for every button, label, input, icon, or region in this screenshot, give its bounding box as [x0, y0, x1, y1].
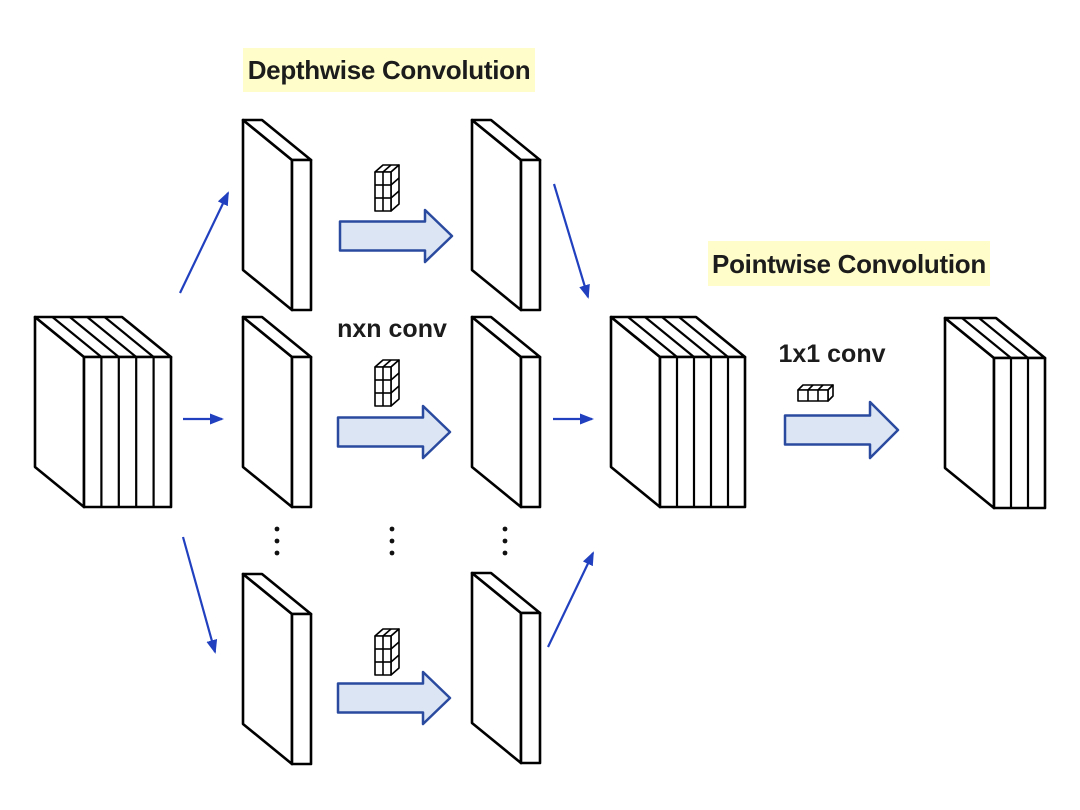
- input-feature-map-front-face: [82, 355, 173, 509]
- nxn-kernel-icon-grid-line: [390, 654, 400, 663]
- nxn-kernel-icon-grid-line: [382, 164, 392, 173]
- depthwise-conv-arrow-bottom: [336, 670, 452, 726]
- split-arrow-top: [179, 191, 229, 294]
- nxn-kernel-icon-grid-line: [390, 177, 400, 186]
- nxn-kernel-icon: [374, 164, 400, 212]
- input-feature-map-slab-divider-top: [69, 316, 120, 358]
- 1x1-conv-label: 1x1 conv: [778, 340, 885, 368]
- nxn-kernel-icon-side-face: [390, 359, 400, 407]
- depthwise-conv-arrow-middle-shape: [336, 404, 452, 460]
- depthwise-conv-arrow-middle: [336, 404, 452, 460]
- pointwise-output-map-slab-divider-top: [978, 317, 1029, 359]
- nxn-kernel-icon-side-face: [390, 164, 400, 212]
- nxn-kernel-icon-grid-line: [390, 385, 400, 394]
- depthwise-input-slab-bottom-front-face: [290, 612, 313, 766]
- depthwise-result-slab-bottom-front-face: [519, 611, 542, 765]
- nxn-kernel-icon: [374, 359, 400, 407]
- depthwise-title-highlight: [243, 48, 535, 92]
- pointwise-title: Pointwise Convolution: [712, 249, 986, 279]
- input-feature-map-slab-divider-top: [86, 316, 137, 358]
- merge-arrow-top: [552, 183, 590, 299]
- nxn-kernel-icon: [374, 628, 400, 676]
- nxn-conv-label: nxn conv: [337, 315, 447, 343]
- nxn-kernel-icon-grid-line: [382, 359, 392, 368]
- ellipsis-dots-kernel-column-dot: [389, 538, 395, 544]
- depthwise-output-map-slab-divider-top: [644, 316, 695, 358]
- nxn-kernel-icon-grid-line: [390, 641, 400, 650]
- pointwise-output-map-slab-divider-top: [961, 317, 1012, 359]
- pointwise-title-highlight: [708, 241, 990, 286]
- depthwise-input-slab-middle-front-face: [290, 355, 313, 509]
- depthwise-output-map: [609, 315, 747, 509]
- nxn-kernel-icon-grid-line: [390, 190, 400, 199]
- 1x1-kernel-icon-grid-line: [807, 384, 814, 391]
- nxn-kernel-icon-grid-line: [382, 628, 392, 637]
- ellipsis-dots-output-column-dot: [502, 538, 508, 544]
- depthwise-output-map-slab-divider-top: [678, 316, 729, 358]
- ellipsis-dots-input-column-dot: [274, 526, 280, 532]
- pointwise-conv-arrow-shape: [783, 400, 900, 460]
- depthwise-result-slab-top: [470, 118, 542, 312]
- depthwise-input-slab-middle: [241, 315, 313, 509]
- 1x1-kernel-icon-grid-line: [817, 384, 824, 391]
- input-feature-map: [33, 315, 173, 509]
- depthwise-result-slab-middle: [470, 315, 542, 509]
- ellipsis-dots-kernel-column-dot: [389, 550, 395, 556]
- pointwise-conv-arrow: [783, 400, 900, 460]
- depthwise-input-slab-bottom: [241, 572, 313, 766]
- depthwise-conv-arrow-top: [338, 208, 454, 264]
- input-feature-map-slab-divider-top: [103, 316, 155, 358]
- input-feature-map-slab-divider-top: [51, 316, 103, 358]
- depthwise-output-map-slab-divider-top: [661, 316, 712, 358]
- depthwise-input-slab-top-front-face: [290, 158, 313, 312]
- ellipsis-dots-input-column-dot: [274, 538, 280, 544]
- nxn-kernel-icon-grid-line: [390, 372, 400, 381]
- depthwise-output-map-slab-divider-top: [627, 316, 678, 358]
- 1x1-kernel-icon: [797, 384, 834, 402]
- ellipsis-dots-output-column-dot: [502, 526, 508, 532]
- pointwise-output-map: [943, 316, 1047, 510]
- split-arrow-bottom: [181, 536, 218, 654]
- ellipsis-dots-input-column-dot: [274, 550, 280, 556]
- ellipsis-dots-kernel-column: [389, 526, 395, 556]
- depthwise-conv-arrow-top-shape: [338, 208, 454, 264]
- ellipsis-dots-kernel-column-dot: [389, 526, 395, 532]
- depthwise-result-slab-top-front-face: [519, 158, 542, 312]
- nxn-kernel-icon-side-face: [390, 628, 400, 676]
- depthwise-result-slab-bottom: [470, 571, 542, 765]
- ellipsis-dots-input-column: [274, 526, 280, 556]
- 1x1-kernel-icon-front-face: [797, 389, 829, 402]
- depthwise-title: Depthwise Convolution: [248, 55, 531, 85]
- ellipsis-dots-output-column-dot: [502, 550, 508, 556]
- depthwise-output-map-front-face: [658, 355, 747, 509]
- depthwise-result-slab-middle-front-face: [519, 355, 542, 509]
- depthwise-conv-arrow-bottom-shape: [336, 670, 452, 726]
- depthwise-input-slab-top: [241, 118, 313, 312]
- merge-arrow-bottom: [547, 551, 594, 648]
- pointwise-output-map-front-face: [992, 356, 1047, 510]
- ellipsis-dots-output-column: [502, 526, 508, 556]
